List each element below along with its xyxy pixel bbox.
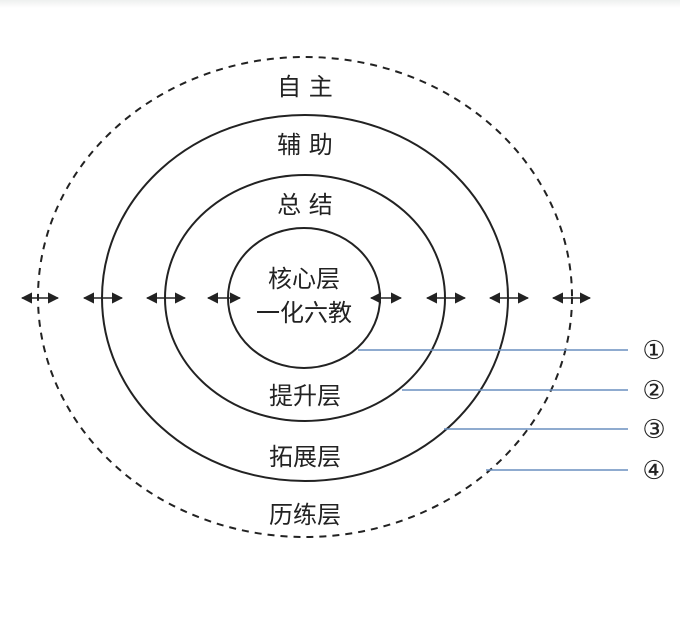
callout-4: ④ — [642, 456, 665, 486]
callout-3: ③ — [642, 415, 665, 445]
callout-1: ① — [642, 336, 665, 366]
label-core-line1: 核心层 — [268, 265, 340, 293]
label-second-bottom: 拓展层 — [269, 443, 341, 471]
label-outer-bottom: 历练层 — [269, 501, 341, 529]
leader-lines — [358, 349, 628, 471]
label-core-line2: 一化六教 — [256, 299, 352, 327]
top-shadow-band — [0, 0, 680, 8]
label-third-top: 总 结 — [277, 191, 333, 219]
label-second-top: 辅 助 — [277, 131, 333, 159]
label-third-bottom: 提升层 — [269, 382, 341, 410]
label-outer-top: 自 主 — [277, 73, 333, 101]
callout-2: ② — [642, 376, 665, 406]
core-ring — [227, 227, 381, 369]
